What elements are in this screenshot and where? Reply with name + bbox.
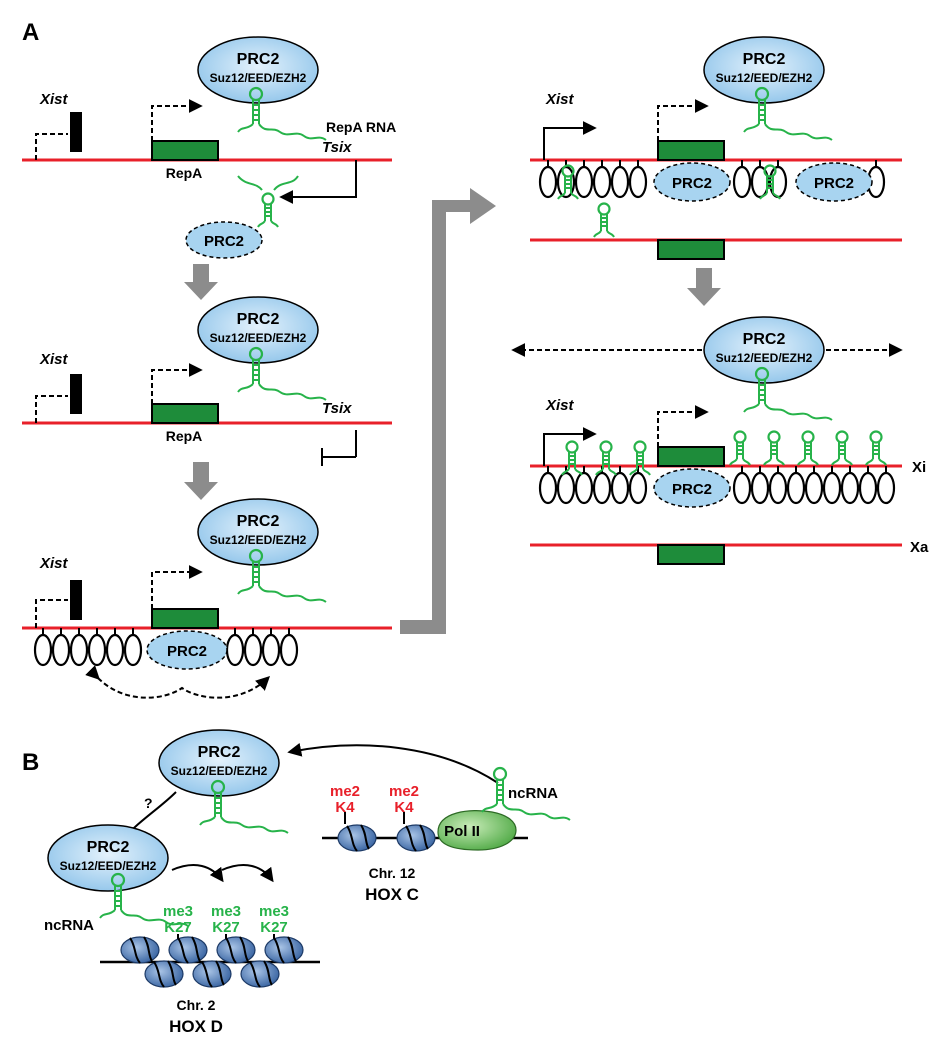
step-arrow-1 [184, 264, 218, 300]
xist-label: Xist [39, 91, 69, 108]
svg-text:Xist: Xist [545, 91, 575, 108]
chr12-label: Chr. 12 [369, 865, 416, 881]
svg-text:Xist: Xist [545, 397, 575, 414]
svg-text:Suz12/EED/EZH2: Suz12/EED/EZH2 [716, 351, 813, 365]
svg-text:PRC2: PRC2 [87, 839, 130, 856]
svg-text:Suz12/EED/EZH2: Suz12/EED/EZH2 [171, 764, 268, 778]
repa-rna-label: RepA RNA [326, 119, 396, 135]
tsix-label: Tsix [322, 139, 352, 156]
chr2-label: Chr. 2 [177, 997, 216, 1013]
bound-prc2: PRC2 [146, 630, 228, 670]
svg-text:Suz12/EED/EZH2: Suz12/EED/EZH2 [716, 71, 813, 85]
svg-text:PRC2: PRC2 [743, 331, 786, 348]
svg-text:PRC2: PRC2 [814, 175, 854, 192]
xist-gene [70, 374, 82, 414]
svg-text:Pol II: Pol II [444, 823, 480, 840]
ncrna-label-hoxc: ncRNA [508, 785, 558, 802]
xist-gene [70, 112, 82, 152]
svg-text:PRC2: PRC2 [198, 744, 241, 761]
tsix-repressed [321, 430, 357, 466]
methylation-arrow [171, 864, 224, 883]
xi-label: Xi [912, 459, 926, 476]
svg-text:PRC2: PRC2 [672, 481, 712, 498]
xa-label: Xa [910, 539, 929, 556]
bound-prc2: PRC2 [653, 468, 731, 508]
nucleosomes-step3 [33, 628, 299, 667]
recruit-arrow [287, 742, 499, 784]
connector-arrow [400, 188, 496, 634]
svg-text:Xist: Xist [39, 351, 69, 368]
panel-a-label: A [22, 19, 39, 46]
h3k27me3-marks: me3 K27 me3 K27 me3 K27 [163, 903, 289, 936]
question-mark: ? [144, 795, 153, 811]
svg-text:PRC2: PRC2 [167, 643, 207, 660]
bound-prc2: PRC2 PRC2 [653, 162, 873, 202]
svg-text:me3: me3 [211, 903, 241, 920]
svg-text:PRC2: PRC2 [237, 513, 280, 530]
methylation-arrow [221, 864, 274, 883]
pol2: Pol II [437, 810, 517, 851]
hoxc-complex: PRC2 Suz12/EED/EZH2 [158, 729, 290, 835]
step5-complex: PRC2 Suz12/EED/EZH2 [703, 316, 834, 422]
svg-text:Xist: Xist [39, 555, 69, 572]
repa-gene [151, 403, 219, 424]
nucleosomes-step4 [538, 160, 886, 199]
repa-gene [151, 140, 219, 161]
svg-text:me2: me2 [330, 783, 360, 800]
xist-promoter [35, 133, 68, 160]
repa-promoter-arrow [151, 99, 203, 141]
svg-text:K27: K27 [164, 919, 192, 936]
svg-text:K27: K27 [260, 919, 288, 936]
spreading-arrow [85, 665, 271, 699]
hoxd-label: HOX D [169, 1017, 223, 1036]
svg-text:Suz12/EED/EZH2: Suz12/EED/EZH2 [210, 533, 307, 547]
hoxc-label: HOX C [365, 885, 419, 904]
svg-text:me2: me2 [389, 783, 419, 800]
svg-text:K4: K4 [394, 799, 414, 816]
prc2-subunits: Suz12/EED/EZH2 [210, 71, 307, 85]
svg-text:me3: me3 [163, 903, 193, 920]
step4-complex: PRC2 Suz12/EED/EZH2 [703, 36, 834, 142]
svg-text:PRC2: PRC2 [237, 311, 280, 328]
xist-active-arrow [543, 121, 597, 160]
svg-text:PRC2: PRC2 [743, 51, 786, 68]
hoxd-complex: PRC2 Suz12/EED/EZH2 [47, 824, 190, 928]
step-arrow-2 [184, 462, 218, 500]
svg-text:K4: K4 [335, 799, 355, 816]
svg-text:Tsix: Tsix [322, 400, 352, 417]
svg-text:Suz12/EED/EZH2: Suz12/EED/EZH2 [60, 859, 157, 873]
svg-text:PRC2: PRC2 [204, 233, 244, 250]
h3k4me2-marks: me2 K4 me2 K4 [330, 783, 419, 816]
svg-text:Suz12/EED/EZH2: Suz12/EED/EZH2 [210, 331, 307, 345]
svg-text:me3: me3 [259, 903, 289, 920]
svg-text:RepA: RepA [166, 428, 203, 444]
repa-label: RepA [166, 165, 203, 181]
step3-complex: PRC2 Suz12/EED/EZH2 [197, 498, 328, 604]
free-prc2: PRC2 [185, 221, 263, 259]
step-arrow-3 [687, 268, 721, 306]
panel-b-label: B [22, 749, 39, 776]
svg-text:K27: K27 [212, 919, 240, 936]
tsix-promoter-arrow [279, 160, 357, 204]
step2-complex: PRC2 Suz12/EED/EZH2 [197, 296, 328, 402]
prc2-label: PRC2 [237, 51, 280, 68]
step1-complex: PRC2 Suz12/EED/EZH2 [197, 36, 328, 142]
svg-text:PRC2: PRC2 [672, 175, 712, 192]
tsix-rna [237, 175, 299, 229]
hoxd-nucleosomes [120, 936, 304, 988]
ncrna-label-hoxd: ncRNA [44, 917, 94, 934]
